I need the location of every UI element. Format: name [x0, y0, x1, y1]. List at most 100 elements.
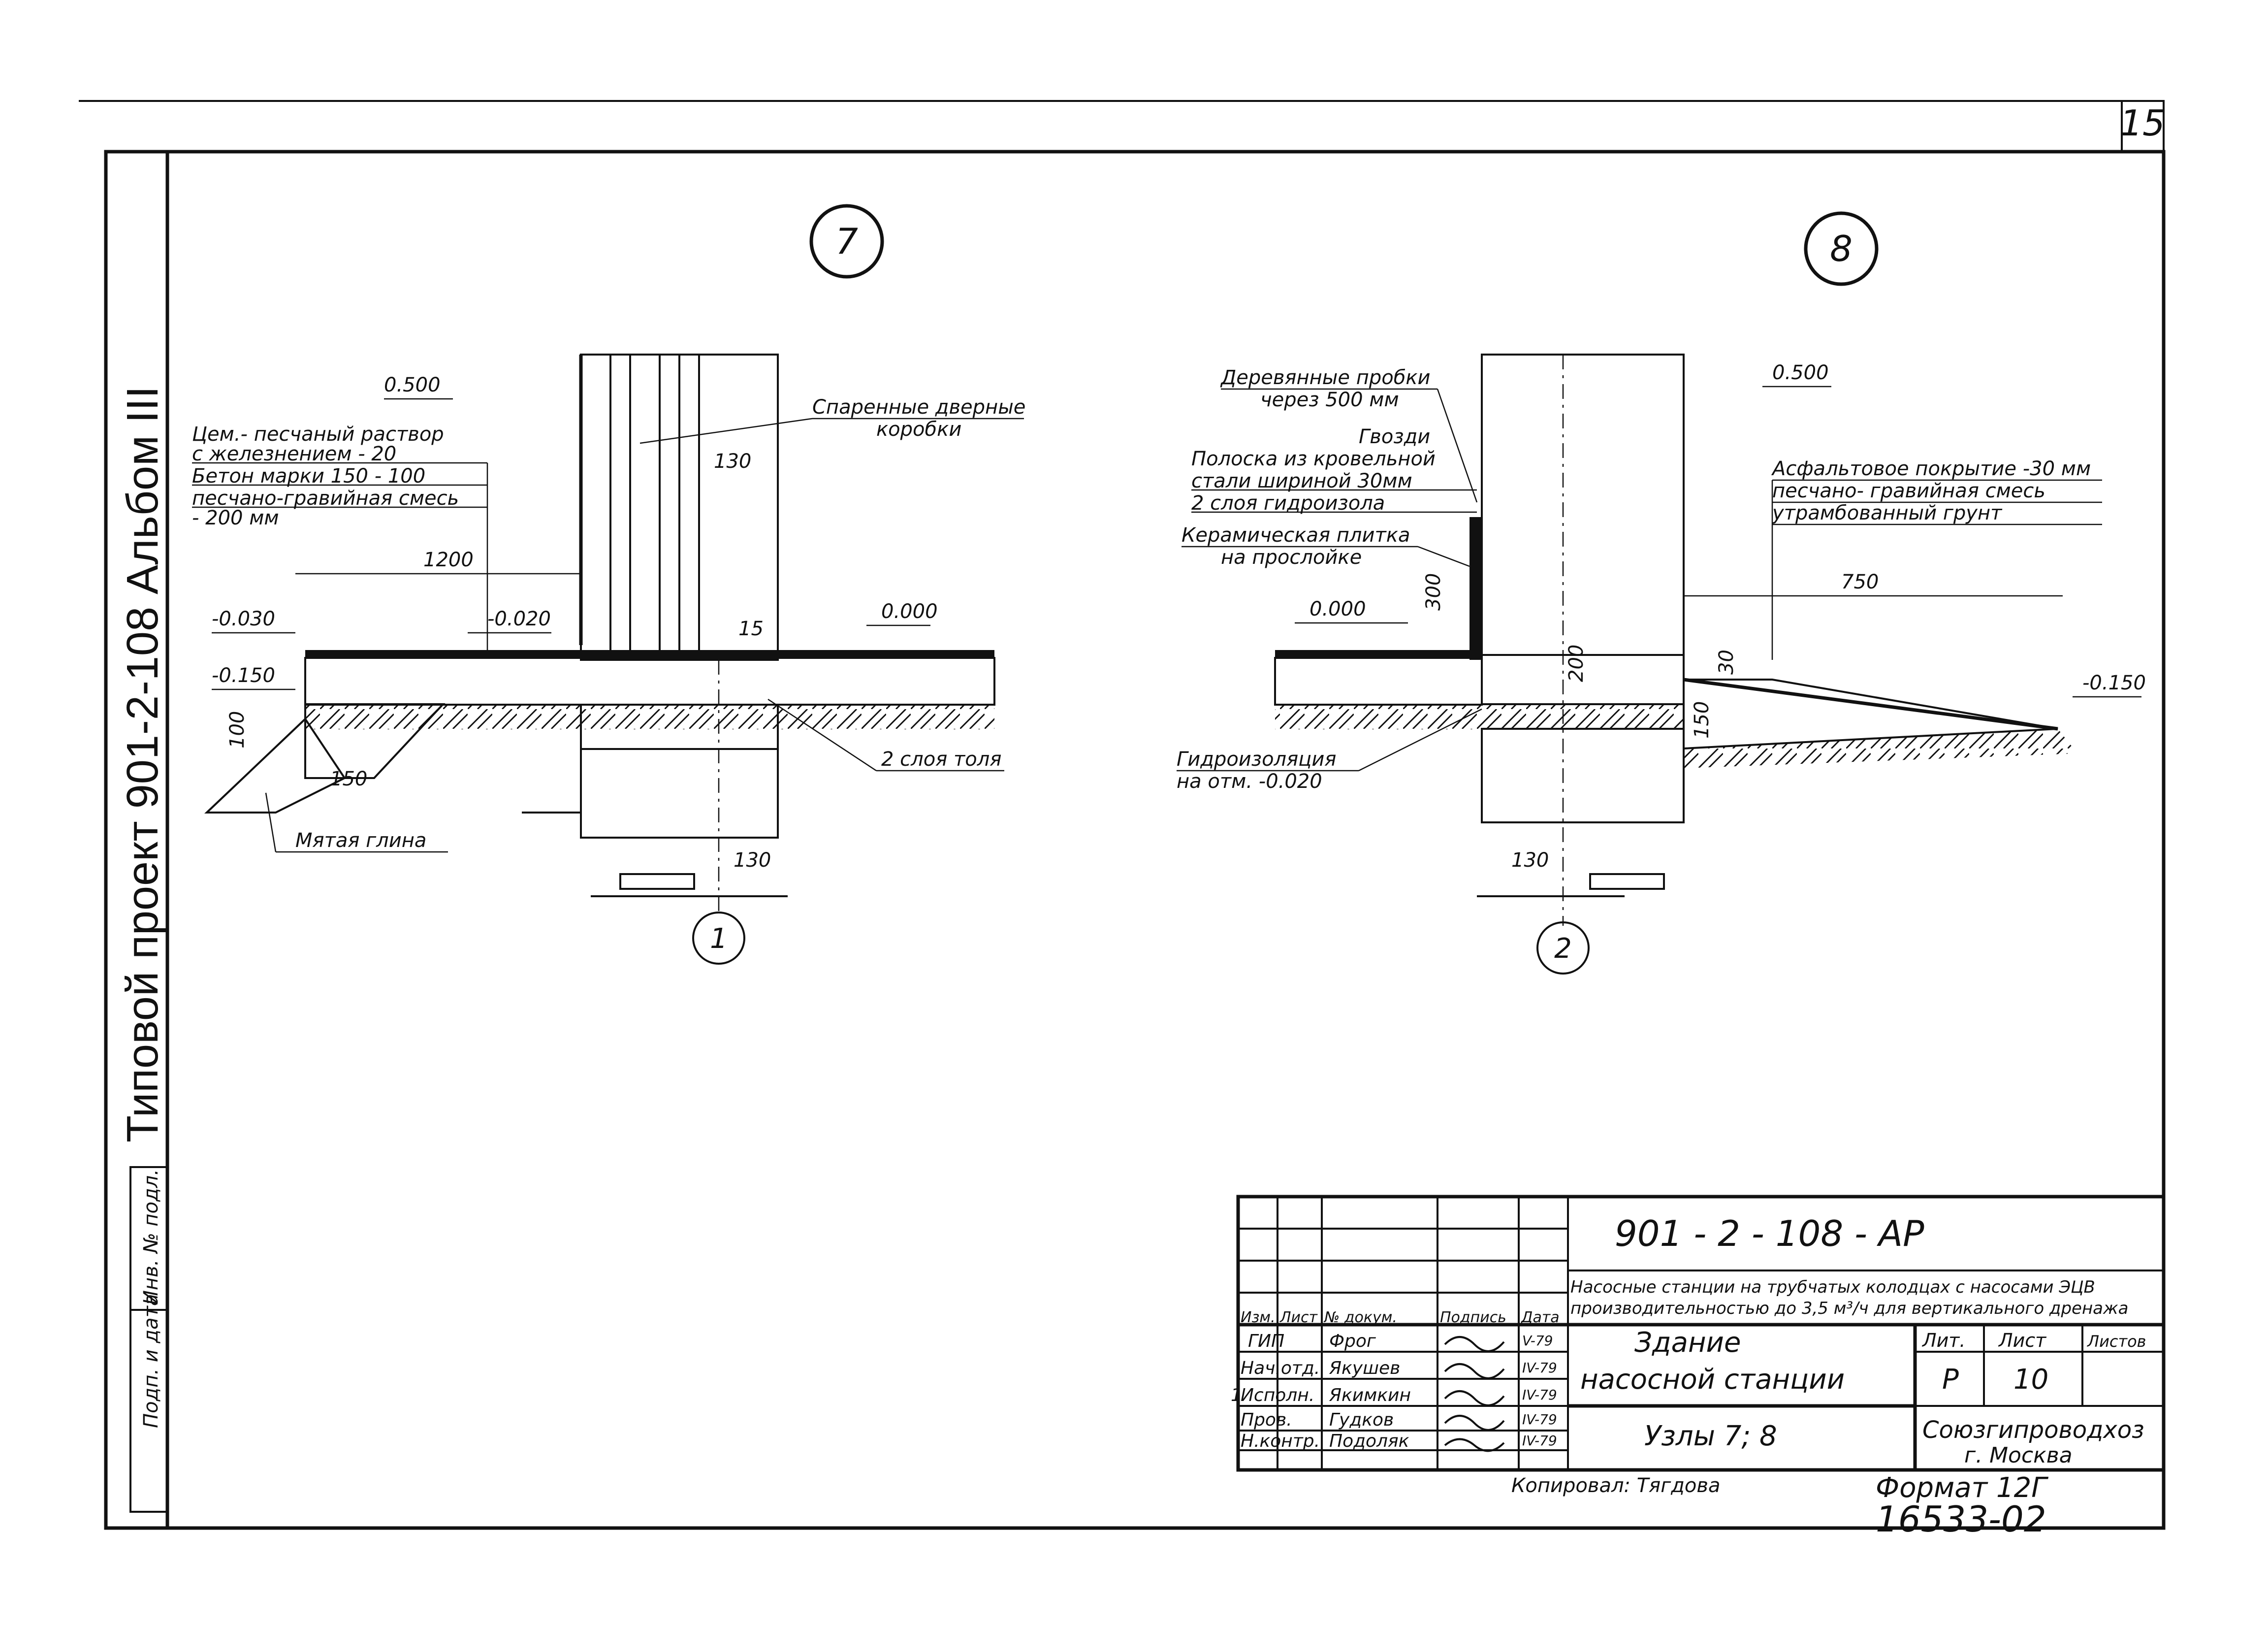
d7-two-layers: 2 слоя толя	[881, 748, 1001, 771]
d7-dim-15: 15	[738, 618, 764, 640]
node-7-marker	[809, 204, 884, 279]
d8-dim-300: 300	[1422, 573, 1445, 611]
frame-inner	[165, 150, 2166, 1530]
axis-1-marker	[692, 912, 745, 965]
d8-wood-2: через 500 мм	[1260, 389, 1399, 411]
tb-role-1: Нач.отд.	[1241, 1358, 1320, 1378]
node-8-label: 8	[1830, 228, 1853, 269]
axis-1-label: 1	[710, 923, 728, 955]
soil-layer	[305, 705, 994, 729]
tb-date-2: IV-79	[1522, 1387, 1557, 1403]
tb-rev-mark: 1	[1231, 1385, 1242, 1405]
concrete-step	[304, 703, 446, 779]
tb-org-1: Союзгипроводхоз	[1922, 1416, 2144, 1444]
signature-4	[1444, 1438, 1505, 1452]
detail-7: 7 1 0.500 Цем.- песчаный раствор с желез…	[192, 204, 1025, 965]
signature-3	[1444, 1415, 1505, 1431]
d7-mortar-1: Цем.- песчаный раствор	[192, 423, 444, 446]
signature-1	[1444, 1363, 1505, 1379]
d8-mark-0500: 0.500	[1772, 361, 1829, 384]
tb-name-3: Гудков	[1329, 1410, 1394, 1430]
tb-building-1: Здание	[1634, 1327, 1741, 1359]
d7-mark-m020: -0.020	[487, 608, 551, 630]
side-stamp: Инв. № подл. Подп. и дата	[129, 1166, 168, 1513]
d8-dim-200: 200	[1565, 645, 1588, 682]
d8-nails: Гвозди	[1359, 425, 1430, 448]
d7-dim-130-top: 130	[714, 450, 751, 473]
tb-name-0: Фрог	[1329, 1331, 1376, 1351]
concrete-prep	[304, 657, 995, 706]
footer-format: Формат 12Г	[1876, 1472, 2048, 1504]
footer-copied: Копировал: Тягдова	[1511, 1474, 1720, 1497]
tb-date-1: IV-79	[1522, 1360, 1557, 1376]
axis-2-label: 2	[1554, 933, 1572, 965]
floor-tile-layer	[305, 650, 994, 658]
tile-on-wall	[1469, 517, 1482, 660]
d7-concrete: Бетон марки 150 - 100	[192, 465, 425, 488]
d8-dim-750: 750	[1841, 571, 1879, 593]
tb-col-doc: № докум.	[1323, 1309, 1397, 1326]
d7-door-1: Спаренные дверные	[812, 396, 1025, 419]
clay-pad	[204, 717, 346, 814]
tb-date-0: V-79	[1522, 1333, 1553, 1349]
d8-hydro-2: 2 слоя гидроизола	[1191, 492, 1385, 515]
node-8-marker	[1804, 211, 1879, 286]
tb-date-3: IV-79	[1522, 1411, 1557, 1428]
detail-8: 8 2 Деревянные пробки через 500 мм 0.500…	[1177, 211, 2146, 975]
tb-list: 10	[2013, 1364, 2048, 1396]
d8-tile-1: Керамическая плитка	[1182, 524, 1410, 547]
tb-desc-1: Насосные станции на трубчатых колодцах с…	[1570, 1277, 2095, 1297]
d7-gravel-2: - 200 мм	[192, 507, 279, 529]
node-7-label: 7	[835, 221, 858, 262]
side-title: Типовой проект 901-2-108 Альбом III	[118, 386, 167, 1142]
tb-role-3: Пров.	[1241, 1410, 1292, 1430]
d7-door-2: коробки	[876, 418, 961, 441]
d7-clay: Мятая глина	[295, 829, 426, 852]
tb-desc-2: производительностью до 3,5 м³/ч для верт…	[1570, 1299, 2128, 1318]
tb-name-1: Якушев	[1329, 1358, 1400, 1378]
d8-dim-30: 30	[1715, 650, 1738, 675]
d8-dim-130: 130	[1511, 849, 1549, 872]
tb-nodes: Узлы 7; 8	[1644, 1420, 1777, 1452]
tb-name-4: Подоляк	[1329, 1431, 1409, 1451]
tb-col-date: Дата	[1520, 1309, 1560, 1326]
tb-date-4: IV-79	[1522, 1433, 1557, 1449]
tb-code: 901 - 2 - 108 - АР	[1615, 1213, 1924, 1254]
tb-org-2: г. Москва	[1964, 1443, 2073, 1468]
signature-0	[1444, 1336, 1505, 1352]
tb-lit: Р	[1942, 1364, 1959, 1396]
signature-2	[1444, 1390, 1505, 1406]
tb-building-2: насосной станции	[1580, 1364, 1845, 1396]
foundation-block-2	[1481, 728, 1685, 823]
d8-hydro-iso-1: Гидроизоляция	[1177, 748, 1336, 771]
d7-mark-0000: 0.000	[881, 600, 938, 623]
tb-role-0: ГИП	[1248, 1331, 1284, 1351]
d8-strip-2: стали шириной 30мм	[1191, 470, 1412, 492]
d7-gravel-1: песчано-гравийная смесь	[192, 487, 459, 510]
tb-name-2: Якимкин	[1329, 1385, 1411, 1405]
side-stamp-label-2: Подп. и дата	[140, 1294, 162, 1428]
d8-tile-2: на прослойке	[1221, 546, 1362, 569]
tb-col-izm: Изм.	[1241, 1309, 1276, 1326]
d8-wood-1: Деревянные пробки	[1220, 366, 1431, 389]
foundation-block	[580, 748, 779, 839]
page-number: 15	[2120, 102, 2165, 144]
side-stamp-label-1: Инв. № подл.	[140, 1169, 162, 1305]
d7-dim-150: 150	[330, 768, 367, 790]
d8-dim-150: 150	[1691, 701, 1713, 739]
d8-hydro-iso-2: на отм. -0.020	[1177, 770, 1322, 793]
footer-archive: 16533-02	[1876, 1498, 2046, 1540]
tb-col-list: Лист	[1279, 1309, 1318, 1326]
d8-soil: утрамбованный грунт	[1772, 502, 2003, 524]
d7-dim-1200: 1200	[423, 549, 474, 571]
d7-dim-100: 100	[226, 711, 249, 749]
tb-list-header: Лист	[1998, 1330, 2047, 1351]
title-block: 901 - 2 - 108 - АР Насосные станции на т…	[1231, 1195, 2166, 1472]
d8-mark-m150: -0.150	[2082, 672, 2146, 694]
tb-col-sign: Подпись	[1440, 1309, 1506, 1326]
tb-lit-header: Лит.	[1921, 1330, 1966, 1351]
d7-mark-m030: -0.030	[212, 608, 275, 630]
axis-2-marker	[1536, 921, 1590, 975]
d7-dim-130-bottom: 130	[734, 849, 771, 872]
